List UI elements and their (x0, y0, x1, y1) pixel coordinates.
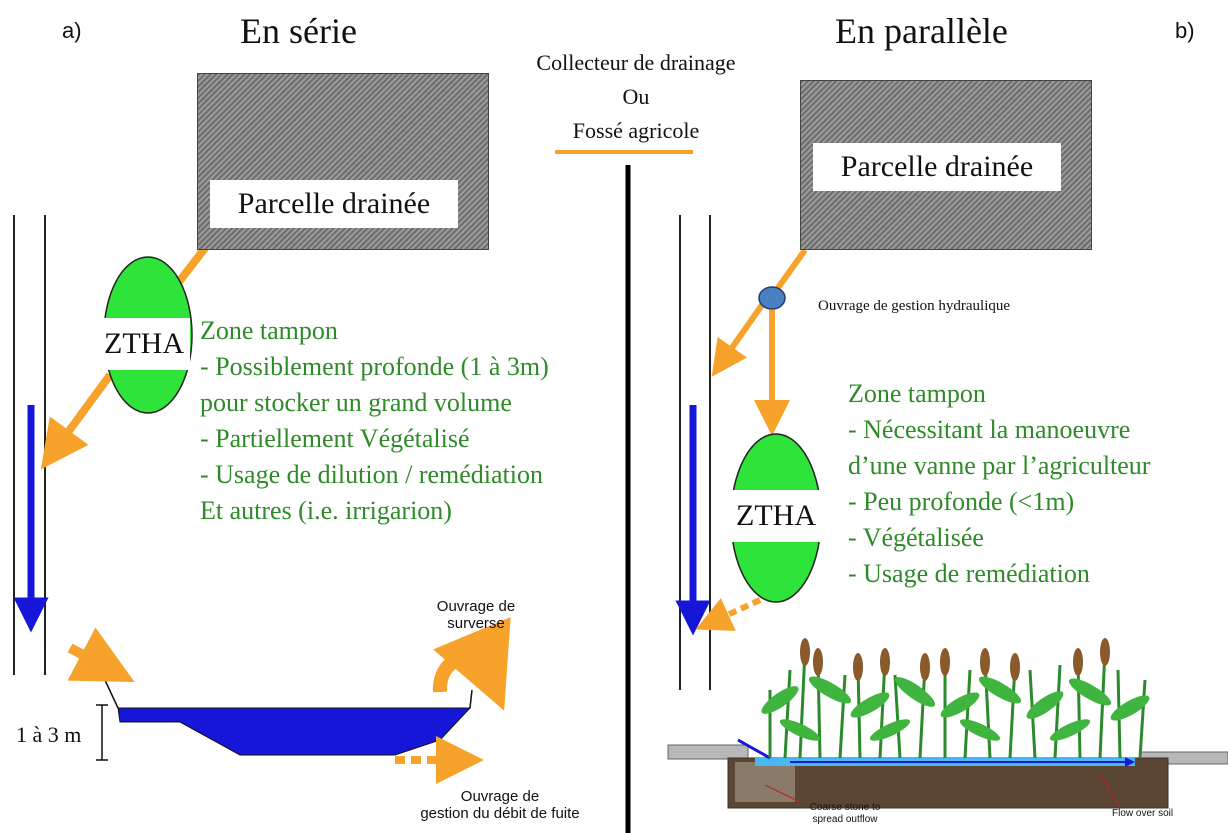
coarse-stone-label: Coarse stone to spread outflow (790, 802, 900, 826)
center-caption-line3: Fossé agricole (572, 118, 700, 143)
center-caption: Collecteur de drainage Ou Fossé agricole (505, 46, 767, 148)
right-gate-to-ditch-arrow (711, 303, 765, 377)
right-parcel-box: Parcelle drainée (800, 80, 1092, 250)
center-caption-line2: Ou (622, 84, 650, 109)
left-panel-title: En série (240, 11, 357, 51)
soil-bed (727, 757, 1169, 809)
wetland-illustration (667, 638, 1228, 809)
inflow-pipe-arrow (737, 738, 771, 760)
left-info-line: - Possiblement profonde (1 à 3m) (200, 352, 549, 381)
panel-b-letter: b) (1175, 18, 1195, 43)
center-caption-line1: Collecteur de drainage (536, 50, 736, 75)
right-ztha-to-ditch-dashed-arrow (695, 597, 762, 631)
left-info-line: Zone tampon (200, 316, 338, 345)
cattail-heads (800, 638, 1110, 681)
left-basin-bank-left (103, 677, 119, 709)
overflow-structure-label: Ouvrage de surverse (416, 598, 536, 632)
left-info-block: Zone tampon - Possiblement profonde (1 à… (200, 313, 549, 529)
stone-label-leader (764, 784, 801, 803)
depth-label: 1 à 3 m (16, 722, 82, 747)
right-ztha-label: ZTHA (728, 490, 824, 542)
left-basin-bank-right (469, 689, 473, 709)
reed-leaves (761, 676, 1150, 741)
stone-label-line: spread outflow (812, 814, 878, 825)
flow-over-soil-label: Flow over soil (1112, 808, 1174, 819)
right-parcel-to-gate-connector (772, 248, 808, 294)
right-info-line: - Peu profonde (<1m) (848, 487, 1075, 516)
overflow-curved-arrow (433, 617, 511, 711)
right-info-line: Zone tampon (848, 379, 986, 408)
coarse-stone-layer (735, 762, 795, 802)
right-info-line: d’une vanne par l’agriculteur (848, 451, 1151, 480)
left-info-line: - Usage de dilution / remédiation (200, 460, 543, 489)
right-panel-title: En parallèle (835, 11, 1008, 51)
left-ztha-to-ditch-arrow (40, 372, 114, 470)
right-info-block: Zone tampon - Nécessitant la manoeuvre d… (848, 376, 1150, 592)
right-info-line: - Nécessitant la manoeuvre (848, 415, 1131, 444)
left-info-line: Et autres (i.e. irrigarion) (200, 496, 452, 525)
left-inflow-arrow (67, 627, 135, 682)
panel-a-letter: a) (62, 18, 82, 43)
left-ztha-label: ZTHA (98, 318, 190, 370)
ground-surface-left (667, 744, 749, 760)
overflow-label-line: Ouvrage de (436, 598, 516, 615)
right-info-line: - Végétalisée (848, 523, 984, 552)
left-basin-water (117, 707, 472, 756)
left-info-line: - Partiellement Végétalisé (200, 424, 470, 453)
leak-structure-label: Ouvrage de gestion du débit de fuite (390, 788, 610, 822)
right-info-line: - Usage de remédiation (848, 559, 1090, 588)
overflow-label-line: surverse (447, 615, 505, 632)
leak-label-line: Ouvrage de (460, 788, 540, 805)
hydraulic-gate-label: Ouvrage de gestion hydraulique (818, 298, 1011, 314)
leak-label-line: gestion du débit de fuite (420, 805, 580, 822)
hydraulic-gate-icon (758, 286, 786, 310)
left-parcel-label: Parcelle drainée (210, 180, 458, 228)
flow-label-leader (1099, 774, 1121, 809)
right-parcel-label: Parcelle drainée (813, 143, 1061, 191)
stone-label-line: Coarse stone to (809, 802, 881, 813)
left-parcel-box: Parcelle drainée (197, 73, 489, 250)
left-info-line: pour stocker un grand volume (200, 388, 512, 417)
